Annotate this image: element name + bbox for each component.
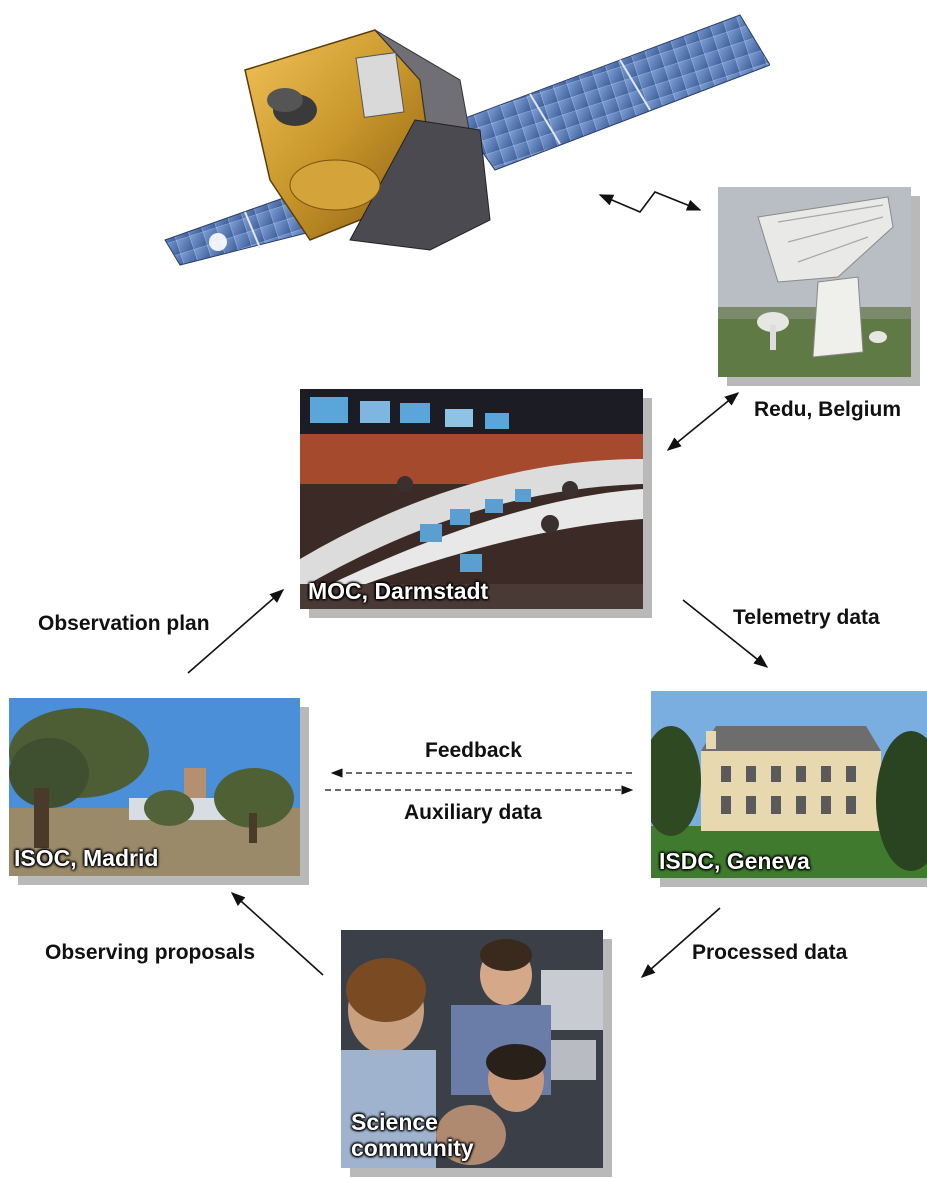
isoc-caption: ISOC, Madrid	[14, 845, 159, 871]
science-caption-line2: community	[351, 1135, 474, 1161]
isoc-photo: ISOC, Madrid	[9, 698, 300, 876]
isdc-caption: ISDC, Geneva	[659, 848, 810, 874]
moc-caption: MOC, Darmstadt	[308, 578, 489, 604]
ground-station-photo	[718, 187, 911, 377]
science-community-photo: Science community	[341, 930, 603, 1168]
science-caption-line1: Science	[351, 1109, 438, 1135]
spacecraft-illustration	[160, 10, 771, 270]
observing-proposals-label: Observing proposals	[45, 941, 256, 964]
auxiliary-data-label: Auxiliary data	[404, 801, 542, 824]
feedback-label: Feedback	[425, 739, 522, 762]
processed-data-label: Processed data	[692, 941, 848, 964]
redu-label: Redu, Belgium	[754, 398, 902, 421]
observation-plan-label: Observation plan	[38, 612, 210, 635]
moc-photo: MOC, Darmstadt	[300, 389, 643, 609]
telemetry-data-label: Telemetry data	[733, 606, 880, 629]
redu-moc-arrow	[666, 392, 740, 451]
isdc-photo: ISDC, Geneva	[651, 691, 927, 878]
